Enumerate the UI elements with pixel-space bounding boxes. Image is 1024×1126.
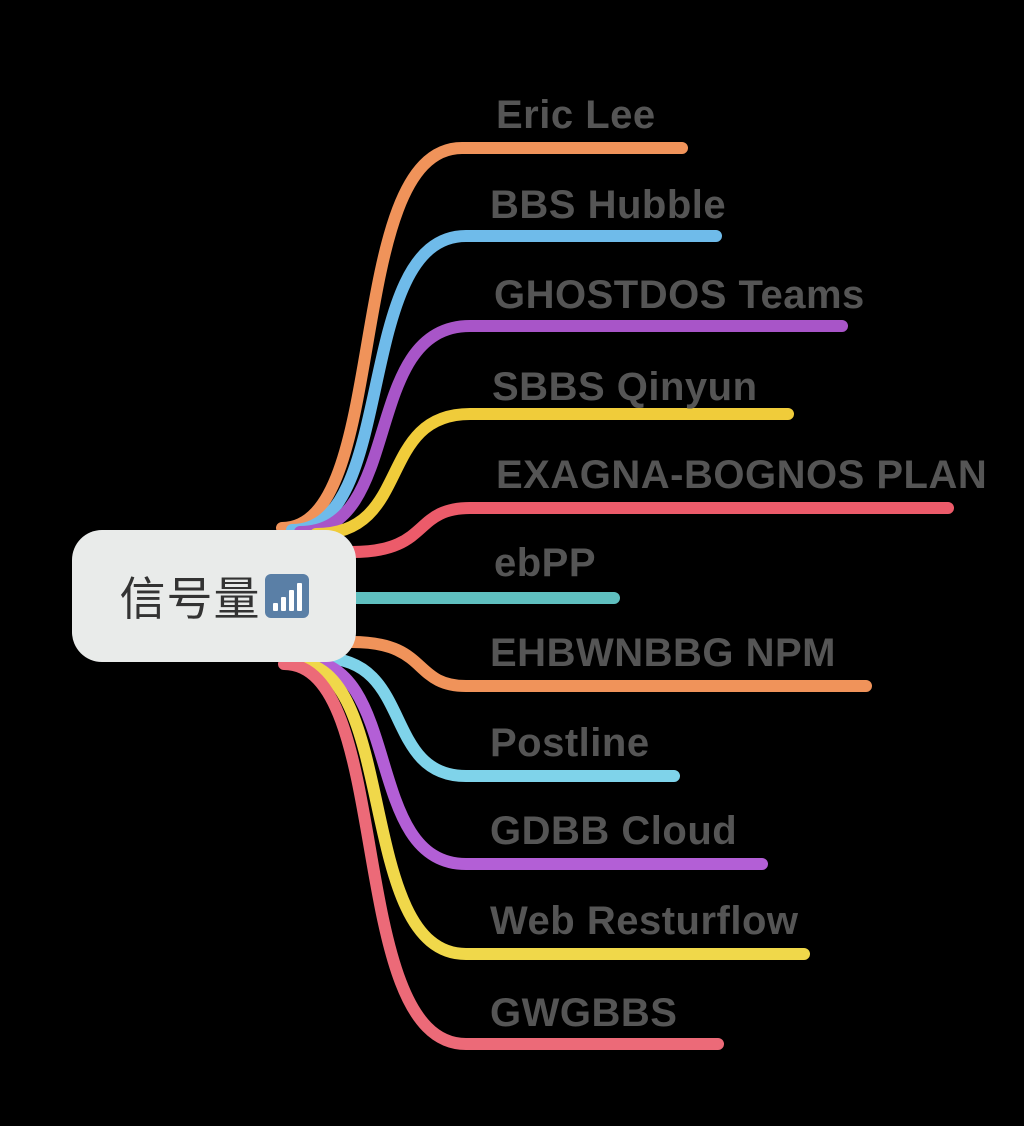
branch-connector <box>294 320 848 538</box>
root-label: 信号量 <box>119 572 261 626</box>
root-node[interactable]: 信号量 <box>72 530 356 662</box>
branch-connector <box>286 230 722 536</box>
branch-node-label[interactable]: ebPP <box>494 541 597 585</box>
branch-connector <box>296 654 768 870</box>
branch-node-label[interactable]: Web Resturflow <box>490 899 799 943</box>
branch-node-label[interactable]: Eric Lee <box>496 93 656 137</box>
branch-node-label[interactable]: EXAGNA-BOGNOS PLAN <box>496 453 988 497</box>
branch-node-label[interactable]: GWGBBS <box>490 991 678 1035</box>
branch-node-label[interactable]: GDBB Cloud <box>490 809 738 853</box>
branch-connector <box>288 656 810 960</box>
branch-connector <box>346 502 954 558</box>
branch-node-label[interactable]: BBS Hubble <box>490 183 727 227</box>
branch-connectors <box>276 142 954 1050</box>
branch-connector <box>276 142 688 534</box>
branch-node-label[interactable]: GHOSTDOS Teams <box>494 273 865 317</box>
branch-connector <box>346 636 872 692</box>
branch-connector <box>278 658 724 1050</box>
branch-node-label[interactable]: SBBS Qinyun <box>492 365 758 409</box>
branch-connector <box>316 652 680 782</box>
branch-node-label[interactable]: Postline <box>490 721 650 765</box>
branch-node-label[interactable]: EHBWNBBG NPM <box>490 631 836 675</box>
branch-connector <box>310 408 794 540</box>
signal-strength-icon <box>264 574 309 618</box>
